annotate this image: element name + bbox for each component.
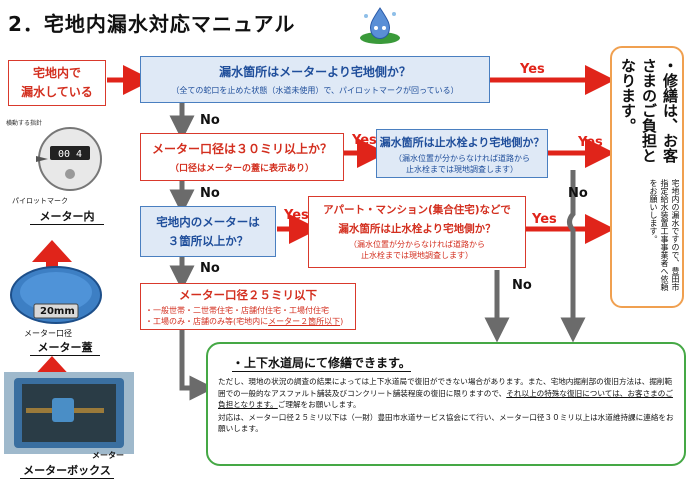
label-no-q1: No <box>200 113 220 128</box>
arrow-q4-to-bottom <box>179 330 215 401</box>
pilot-hand-caption: 横動する指針 <box>6 120 43 127</box>
svg-text:00 4: 00 4 <box>58 149 82 160</box>
up-arrow-lid <box>32 240 72 270</box>
page-title: 2．宅地内漏水対応マニュアル <box>8 12 296 36</box>
bureau-repair-box: ・上下水道局にて修繕できます。 ただし、現地の状況の調査の結果によっては上下水道… <box>206 342 686 466</box>
label-yes-q1: Yes <box>520 62 545 77</box>
water-drop-logo-icon <box>360 7 400 44</box>
label-yes-q2b: Yes <box>578 135 603 150</box>
bottom-heading: ・上下水道局にて修繕できます。 <box>232 356 411 372</box>
question-2-box: メーター口径は３０ミリ以上か？ （口径はメーターの蓋に表示あり） <box>140 133 344 181</box>
question-3b-box: アパート・マンション(集合住宅)などで 漏水箇所は止水栓より宅地側か？ （漏水位… <box>308 196 526 268</box>
start-box: 宅地内で 漏水している <box>8 60 106 106</box>
label-no-q3: No <box>200 261 220 276</box>
meter-size-value: 20mm <box>40 306 75 317</box>
pilot-mark-caption: パイロットマーク <box>12 197 68 205</box>
question-3-box: 宅地内のメーターは ３箇所以上か？ <box>140 206 276 257</box>
label-yes-q2: Yes <box>352 133 377 148</box>
label-no-q3b: No <box>512 278 532 293</box>
label-no-q2: No <box>200 186 220 201</box>
q4-item2: ・工場のみ・店舗のみ等(宅地内にメーター２箇所以下) <box>145 317 344 326</box>
meter-box-photo <box>4 372 134 454</box>
bottom-paragraph-2: 対応は、メーター口径２５ミリ以下は（一財）豊田市水道サービス協会にて行い、メータ… <box>218 412 674 434</box>
question-1-box: 漏水箇所はメーターより宅地側か？ （全ての蛇口を止めた状態（水道未使用）で、パイ… <box>140 56 490 103</box>
label-yes-q3: Yes <box>284 208 309 223</box>
meter-inside-caption: メーター内 <box>30 208 104 225</box>
meter-lid-caption: メーター蓋 <box>30 339 100 356</box>
label-yes-q3b: Yes <box>532 212 557 227</box>
question-2b-box: 漏水箇所は止水栓より宅地側か？ （漏水位置が分からなければ道路から 止水栓までは… <box>376 129 548 178</box>
meter-lid-image <box>10 266 102 324</box>
meter-face-image: 00 4 <box>36 127 102 191</box>
bottom-paragraph-1: ただし、現地の状況の調査の結果によっては上下水道局で復旧ができない場合があります… <box>218 377 673 409</box>
customer-repair-box: ・修繕は、お客さまのご負担となります。 宅地内の漏水ですので、豊田市指定給水装置… <box>610 46 684 308</box>
meter-label: メーター <box>92 451 124 460</box>
meter-size-caption: メーター口径 <box>24 329 72 338</box>
arrow-q2b-no <box>560 170 586 343</box>
question-4-box: メーター口径２５ミリ以下 ・一般世帯・二世帯住宅・店舗付住宅・工場付住宅 ・工場… <box>140 283 356 330</box>
meter-box-caption: メーターボックス <box>20 462 114 479</box>
label-no-q2b: No <box>568 186 588 201</box>
